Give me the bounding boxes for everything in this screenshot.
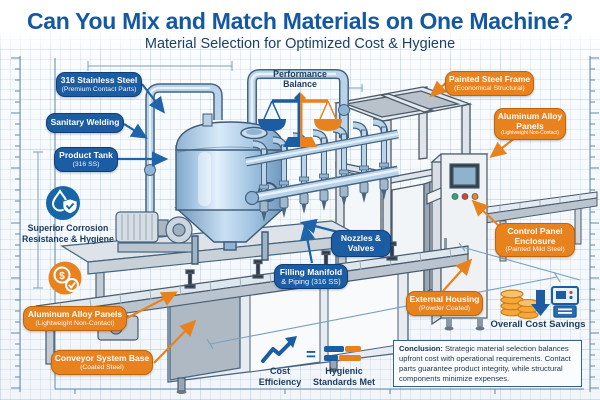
down-arrow-icon <box>531 290 550 316</box>
page-title: Can You Mix and Match Materials on One M… <box>26 8 574 34</box>
callout-product-tank: Product Tank (316 SS) <box>54 147 118 172</box>
callout-aluminum-panels-left: Aluminum Alloy Panels (Lightweight Non-C… <box>23 306 127 331</box>
balance-scale-icon <box>258 92 342 147</box>
callout-316-stainless-steel: 316 Stainless Steel (Premium Contact Par… <box>56 72 142 97</box>
dimension-lines <box>33 61 363 289</box>
callout-control-panel-enclosure: Control Panel Enclosure (Painted Mild St… <box>495 223 575 258</box>
conclusion-box: Conclusion: Strategic material selection… <box>393 340 582 387</box>
callout-painted-steel-frame: Painted Steel Frame (Economical Structur… <box>445 71 534 96</box>
corrosion-badge-label: Superior Corrosion Resistance & Hygiene <box>22 223 114 244</box>
hmi-machine-icon <box>551 286 579 318</box>
hygienic-standards-label: Hygienic Standards Met <box>312 366 375 387</box>
callout-sanitary-welding: Sanitary Welding <box>46 113 124 133</box>
conclusion-label: Conclusion: <box>399 344 443 353</box>
filling-manifold <box>244 122 400 222</box>
cost-efficiency-label: Cost Efficiency <box>258 366 302 387</box>
callout-aluminum-panels-right: Aluminum Alloy Panels (Lightweight Non-C… <box>494 108 566 141</box>
header-background <box>0 0 600 56</box>
callout-nozzles-valves: Nozzles & Valves <box>331 230 391 258</box>
coin-stack-icon <box>500 289 539 320</box>
floor-dimensions <box>206 242 581 350</box>
callout-filling-manifold: Filling Manifold & Piping (316 SS) <box>274 264 348 290</box>
pump-motor <box>115 211 193 253</box>
svg-text:$: $ <box>59 271 65 282</box>
performance-balance-label: Performance Balance <box>273 69 327 90</box>
dollar-check-icon: $ <box>48 261 82 295</box>
overall-cost-savings-label: Overall Cost Savings <box>490 319 586 330</box>
callout-conveyor-system-base: Conveyor System Base (Coated Steel) <box>51 350 153 375</box>
hygiene-bars-icon <box>324 346 361 361</box>
trend-up-arrow-icon <box>261 336 297 363</box>
page-subtitle: Material Selection for Optimized Cost & … <box>144 36 456 52</box>
leader-arrows <box>118 80 517 364</box>
conclusion-body: Strategic material selection balances up… <box>399 344 571 384</box>
callout-external-housing: External Housing (Powder Coated) <box>406 291 483 316</box>
water-drop-shield-icon <box>46 186 80 220</box>
control-cabinet <box>426 153 489 331</box>
equals-sign: = <box>306 345 316 364</box>
